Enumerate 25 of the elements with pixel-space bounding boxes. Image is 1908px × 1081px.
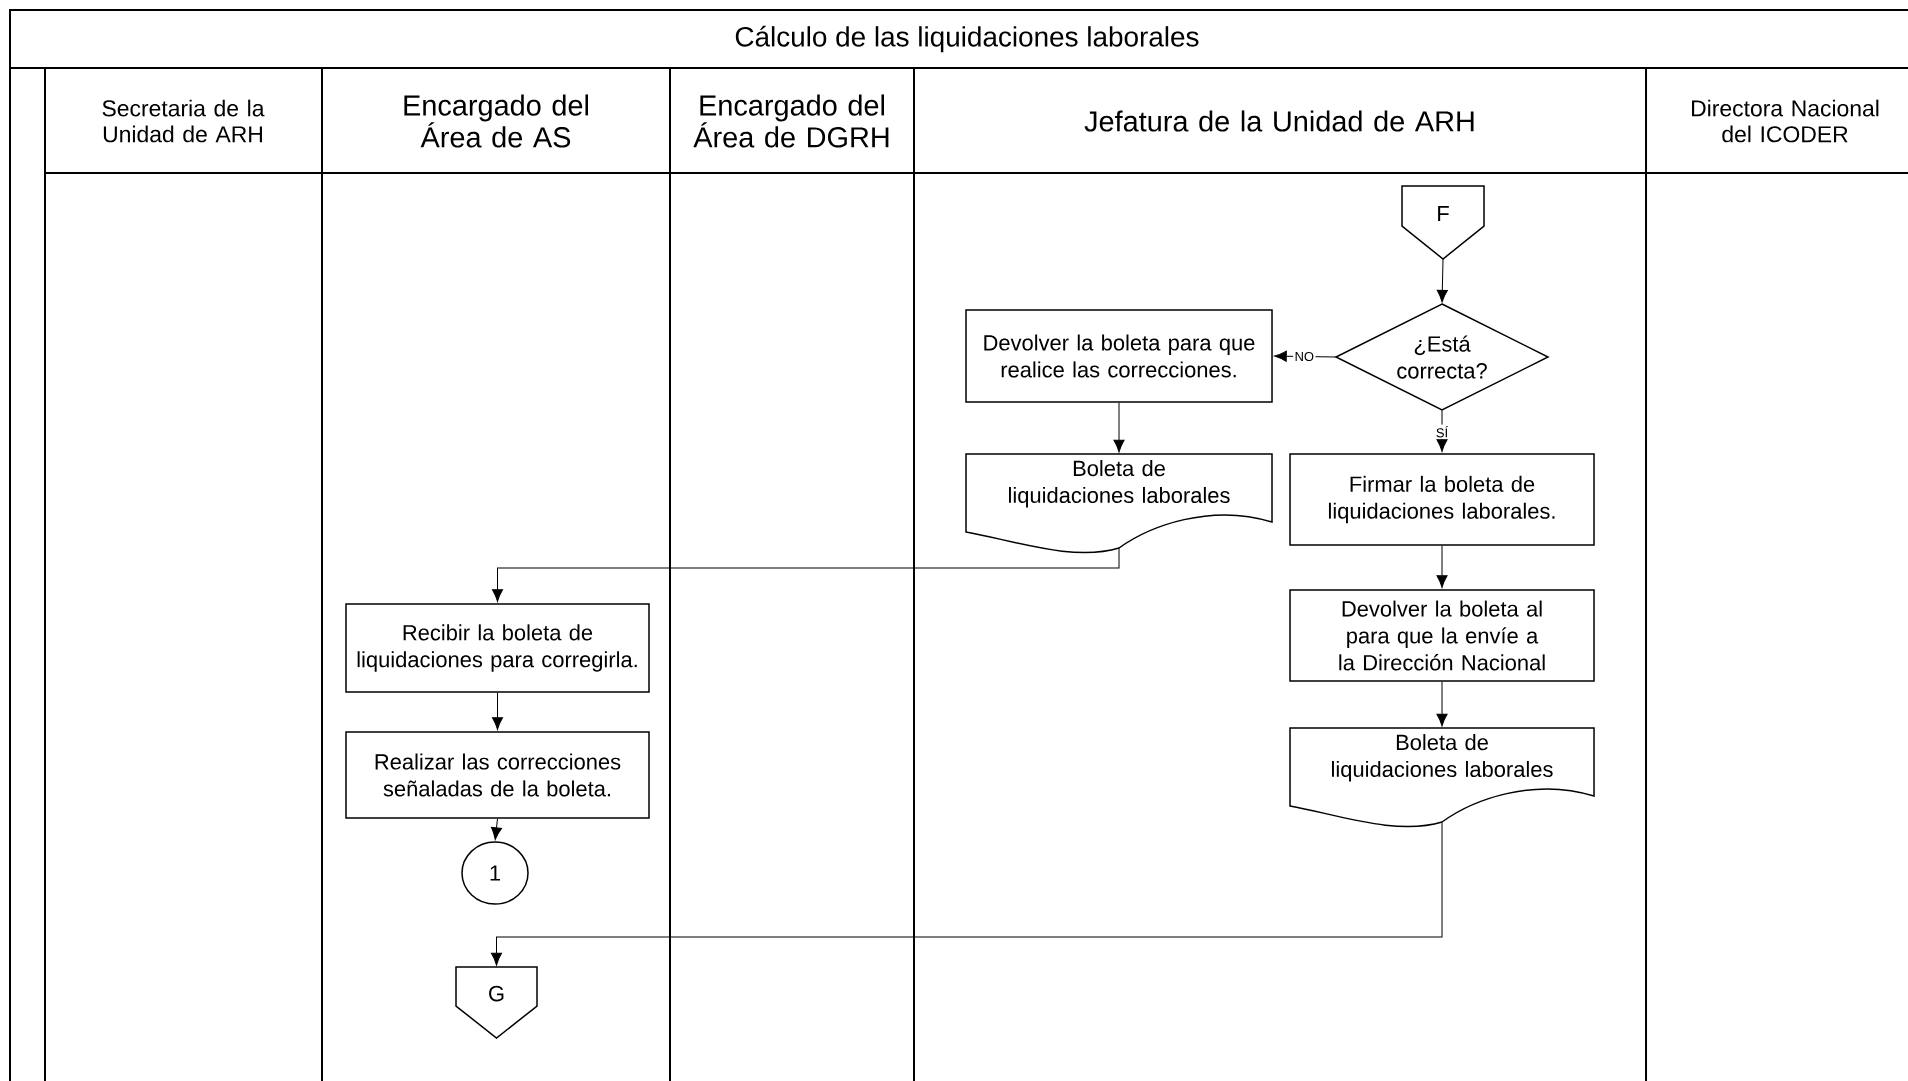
arrow bbox=[490, 821, 1443, 966]
process-box: Devolver la boleta al para que la envíe a la Dirección Nacional bbox=[1289, 589, 1595, 682]
lane-header: Directora Nacional del ICODER bbox=[1692, 99, 1879, 143]
arrow bbox=[1113, 402, 1125, 453]
arrow bbox=[1436, 258, 1448, 303]
off-page-connector: G bbox=[455, 966, 538, 1039]
process-box: Recibir la boleta de liquidaciones para corregirla. bbox=[345, 603, 650, 693]
edge-label: NO bbox=[1293, 350, 1316, 363]
edge-label: SÍ bbox=[1434, 424, 1450, 439]
arrow bbox=[1274, 350, 1337, 362]
arrow bbox=[491, 692, 504, 730]
lane-header: Secretaria de la Unidad de ARH bbox=[102, 99, 265, 143]
off-page-connector: F bbox=[1401, 185, 1485, 260]
arrow bbox=[491, 547, 1120, 602]
arrow bbox=[1436, 681, 1448, 727]
arrow bbox=[1436, 409, 1448, 452]
arrow bbox=[1436, 545, 1448, 588]
lane-header: Encargado del Área de AS bbox=[404, 94, 588, 148]
process-box: Firmar la boleta de liquidaciones laborales. bbox=[1289, 453, 1595, 546]
lane-header: Jefatura de la Unidad de ARH bbox=[1084, 110, 1474, 132]
arrow bbox=[490, 818, 503, 840]
process-box: Devolver la boleta para que realice las correcciones. bbox=[965, 309, 1273, 403]
lane-header: Encargado del Área de DGRH bbox=[693, 94, 889, 148]
diagram-title: Cálculo de las liquidaciones laborales bbox=[735, 25, 1199, 53]
process-box: Realizar las correcciones señaladas de la boleta. bbox=[345, 731, 650, 819]
